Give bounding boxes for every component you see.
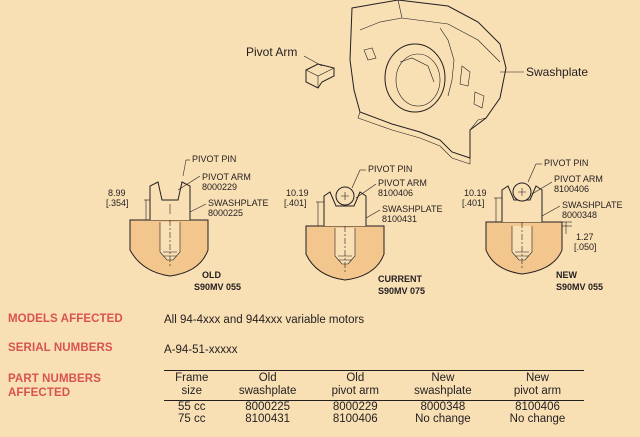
old-caption-title: OLD: [202, 270, 221, 280]
current-pin-label: PIVOT PIN: [368, 164, 412, 174]
pivot-arm-drawing: [305, 63, 335, 89]
new-dim-in: [.401]: [462, 198, 485, 208]
new-plate-part: 8000348: [562, 210, 597, 220]
table-row: 55 cc 8000225 8000229 8000348 8100406: [164, 401, 584, 414]
new-step-in: [.050]: [574, 242, 597, 252]
new-arm-label: PIVOT ARM: [554, 174, 603, 184]
old-pin-label: PIVOT PIN: [192, 154, 236, 164]
serial-numbers-label: SERIAL NUMBERS: [8, 342, 113, 354]
detail-old: [129, 159, 209, 277]
new-caption-title: NEW: [556, 270, 578, 280]
new-arm-part: 8100406: [554, 184, 589, 194]
current-plate-part: 8100431: [382, 214, 417, 224]
new-step-mm: 1.27: [576, 232, 594, 242]
new-plate-label: SWASHPLATE: [562, 200, 623, 210]
table-cell: 8100406: [515, 401, 560, 413]
current-dim-in: [.401]: [284, 198, 307, 208]
old-arm-label: PIVOT ARM: [202, 172, 251, 182]
serial-numbers-value: A-94-51-xxxxx: [164, 344, 238, 356]
table-row: 75 cc 8100431 8100406 No change No chang…: [164, 413, 584, 425]
current-dim-mm: 10.19: [286, 188, 309, 198]
models-affected-label: MODELS AFFECTED: [8, 313, 123, 325]
swashplate-label: Swashplate: [526, 65, 588, 79]
table-cell: 55 cc: [178, 401, 206, 413]
new-caption-model: S90MV 055: [556, 282, 603, 292]
old-arm-part: 8000229: [202, 182, 237, 192]
old-plate-part: 8000225: [208, 208, 243, 218]
detail-current: [305, 169, 385, 281]
table-cell: 75 cc: [178, 413, 206, 425]
current-arm-label: PIVOT ARM: [378, 178, 427, 188]
table-cell: No change: [509, 413, 566, 425]
table-cell: 8000348: [420, 401, 466, 413]
swashplate-drawing: [349, 0, 507, 165]
current-plate-label: SWASHPLATE: [382, 204, 443, 214]
new-dim-mm: 10.19: [464, 188, 487, 198]
current-caption-title: CURRENT: [378, 274, 423, 284]
old-plate-label: SWASHPLATE: [208, 198, 269, 208]
detail-new: [485, 163, 572, 275]
old-caption-model: S90MV 055: [194, 282, 241, 292]
table-cell: 8100406: [332, 413, 378, 425]
table-cell: No change: [415, 413, 471, 425]
part-numbers-label-affected: AFFECTED: [8, 387, 71, 399]
pivot-arm-label: Pivot Arm: [246, 45, 297, 59]
old-dim-in: [.354]: [106, 198, 129, 208]
current-arm-part: 8100406: [378, 188, 413, 198]
table-cell: 8100431: [245, 413, 291, 425]
models-affected-value: All 94-4xxx and 944xxx variable motors: [164, 314, 365, 326]
new-pin-label: PIVOT PIN: [544, 158, 588, 168]
table-cell: 8000225: [245, 401, 291, 413]
table-cell: 8000229: [332, 401, 378, 413]
old-dim-mm: 8.99: [108, 188, 126, 198]
current-caption-model: S90MV 075: [378, 286, 425, 296]
part-numbers-label: PART NUMBERS: [8, 373, 101, 385]
technical-figure: Swashplate Pivot Arm PIVOT PIN PIVOT ARM…: [106, 0, 623, 296]
